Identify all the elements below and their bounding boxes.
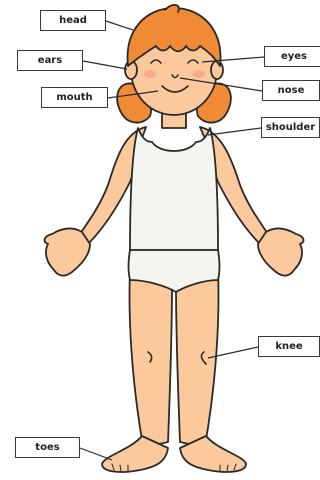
label-ears: ears — [17, 50, 83, 71]
label-head: head — [40, 10, 106, 31]
label-nose: nose — [262, 80, 320, 101]
left-leg — [130, 270, 173, 446]
label-mouth: mouth — [41, 87, 108, 108]
label-shoulder: shoulder — [261, 117, 320, 138]
right-leg — [176, 270, 219, 446]
ears-leader — [83, 61, 127, 69]
head-leader — [106, 21, 133, 30]
label-knee: knee — [258, 336, 320, 357]
label-toes: toes — [15, 437, 80, 458]
toes-leader — [80, 448, 112, 460]
vest — [130, 128, 218, 250]
right-ear — [211, 61, 223, 79]
shoulder-leader — [208, 128, 261, 135]
label-eyes: eyes — [264, 46, 320, 67]
right-hand — [258, 228, 303, 275]
left-hand — [45, 228, 90, 275]
right-cheek — [193, 70, 205, 78]
left-cheek — [144, 70, 156, 78]
